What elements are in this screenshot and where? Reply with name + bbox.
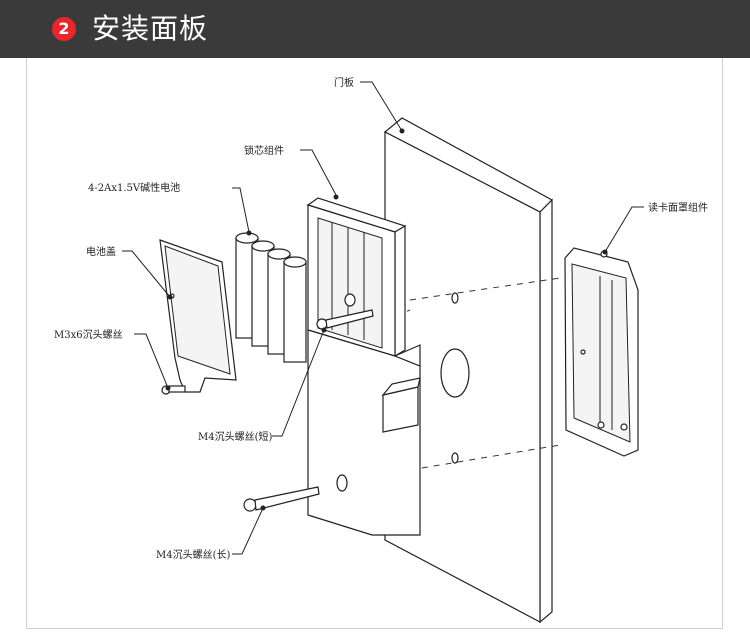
label-screw-m4-long: M4沉头螺丝(长) — [156, 548, 231, 561]
label-battery-cover: 电池盖 — [86, 245, 116, 258]
leader-lines — [122, 81, 644, 555]
section-title: 安装面板 — [92, 12, 209, 45]
screw-m3-shape — [161, 385, 186, 395]
card-reader-cover-shape — [564, 247, 639, 457]
battery-cover-shape — [159, 239, 237, 393]
section-header: 2 安装面板 — [0, 0, 750, 58]
label-batteries: 4-2Ax1.5V碱性电池 — [88, 181, 180, 194]
lock-core-shape — [306, 197, 421, 536]
label-card-reader-cover: 读卡面罩组件 — [648, 201, 708, 214]
label-screw-m3: M3x6沉头螺丝 — [54, 328, 123, 341]
label-screw-m4-short: M4沉头螺丝(短) — [198, 430, 273, 443]
screw-m4-short-shape — [316, 309, 374, 330]
batteries-shape — [235, 232, 307, 363]
door-panel-shape — [383, 117, 553, 624]
label-lock-core-assembly: 锁芯组件 — [244, 144, 284, 157]
step-number-badge: 2 — [52, 17, 76, 41]
label-door-panel: 门板 — [334, 76, 354, 89]
diagram-frame — [26, 58, 723, 629]
screw-m4-long-shape — [243, 486, 320, 512]
